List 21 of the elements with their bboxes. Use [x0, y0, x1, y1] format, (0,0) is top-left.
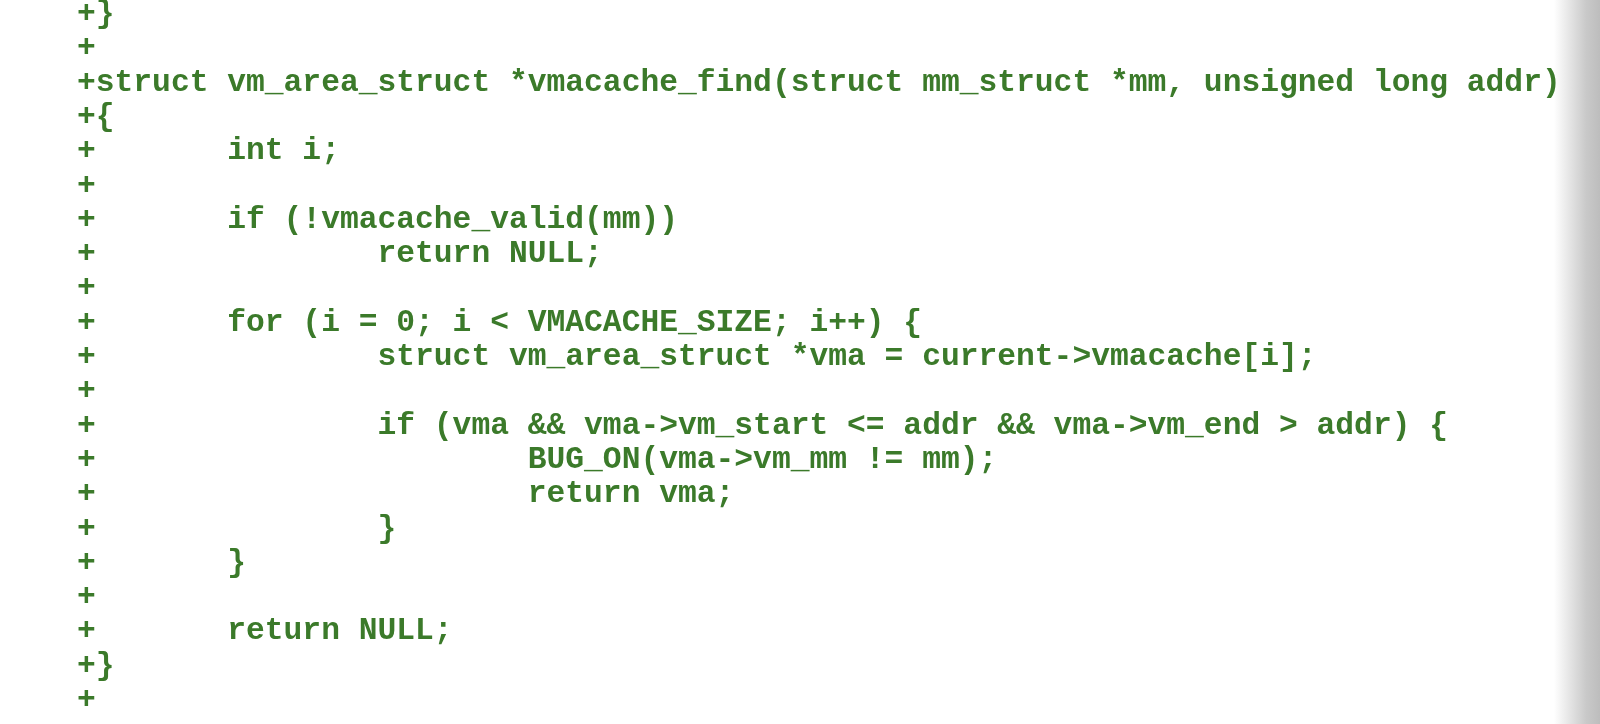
- code-line: + for (i = 0; i < VMACACHE_SIZE; i++) {: [77, 304, 923, 341]
- code-line: + struct vm_area_struct *vma = current->vmacache[i];: [77, 339, 1317, 375]
- code-line: + int i;: [77, 133, 340, 169]
- code-line: +: [77, 30, 96, 66]
- code-line: +: [77, 373, 96, 409]
- code-line: +: [77, 167, 96, 203]
- code-line: +struct vm_area_struct *vmacache_find(struct mm_struct *mm, unsigned long addr): [77, 64, 1561, 100]
- code-line: +: [77, 270, 96, 306]
- code-line: + BUG_ON(vma->vm_mm != mm);: [77, 441, 998, 478]
- code-line: + return NULL;: [77, 613, 453, 649]
- code-line: + return vma;: [77, 476, 735, 512]
- code-line: +: [77, 579, 96, 615]
- code-line: + if (vma && vma->vm_start <= addr && vma->vm_end > addr) {: [77, 407, 1449, 443]
- code-line: + if (!vmacache_valid(mm)): [77, 201, 678, 238]
- code-line: + return NULL;: [77, 236, 603, 272]
- code-line: +}: [77, 647, 115, 684]
- code-line: + }: [77, 510, 397, 546]
- code-line: + }: [77, 544, 247, 581]
- code-line: +{: [77, 98, 115, 135]
- code-line: +}: [77, 0, 115, 32]
- code-line: +: [77, 682, 96, 718]
